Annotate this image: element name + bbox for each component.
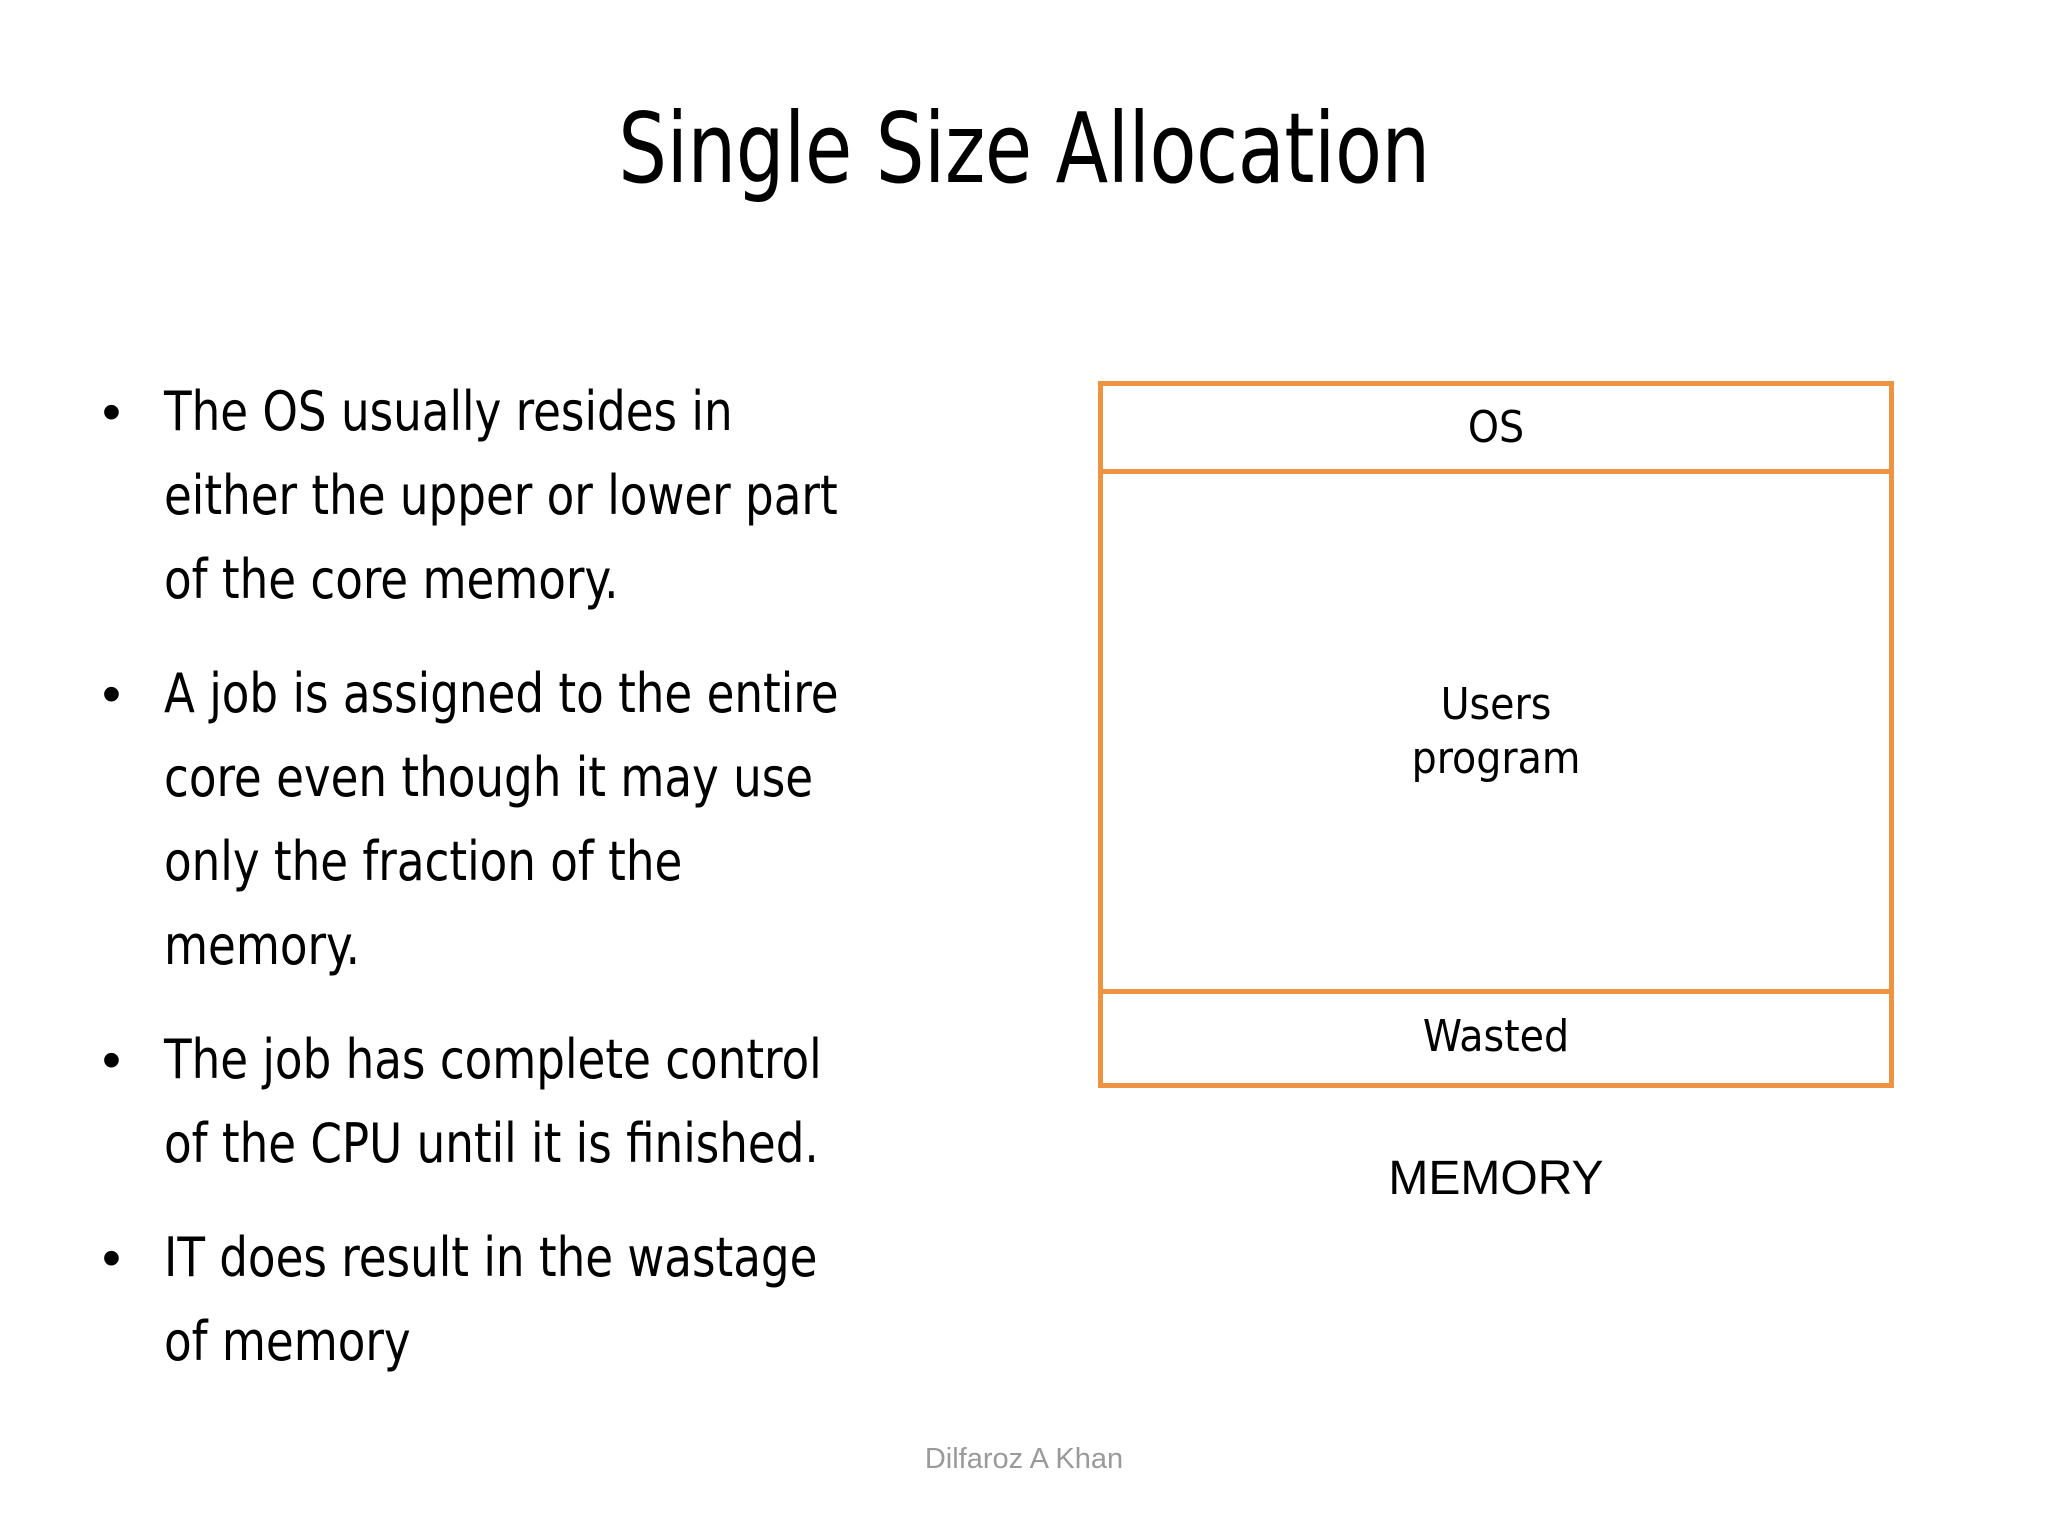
memory-block-wasted: Wasted: [1103, 994, 1889, 1080]
bullet-point-icon: •: [102, 1030, 121, 1090]
list-item: • The job has complete control of the CP…: [96, 1018, 916, 1186]
list-item: • The OS usually resides in either the u…: [96, 370, 916, 622]
memory-diagram-caption: MEMORY: [1388, 1152, 1604, 1205]
list-item: • IT does result in the wastage of memor…: [96, 1216, 916, 1384]
page-title: Single Size Allocation: [618, 92, 1430, 205]
list-item: • A job is assigned to the entire core e…: [96, 652, 916, 988]
list-item-text: The job has complete control of the CPU …: [164, 1028, 822, 1175]
list-item-text: IT does result in the wastage of memory: [164, 1226, 818, 1373]
bullet-point-icon: •: [102, 664, 121, 724]
memory-layout-diagram: OS Users program Wasted: [1098, 381, 1894, 1088]
memory-block-os: OS: [1103, 386, 1889, 474]
list-item-text: A job is assigned to the entire core eve…: [164, 662, 839, 977]
bullet-list: • The OS usually resides in either the u…: [96, 370, 916, 1414]
slide-footer-author: Dilfaroz A Khan: [924, 1443, 1124, 1475]
bullet-point-icon: •: [102, 382, 121, 442]
list-item-text: The OS usually resides in either the upp…: [164, 380, 838, 611]
bullet-point-icon: •: [102, 1228, 121, 1288]
memory-block-users-program: Users program: [1103, 474, 1889, 994]
